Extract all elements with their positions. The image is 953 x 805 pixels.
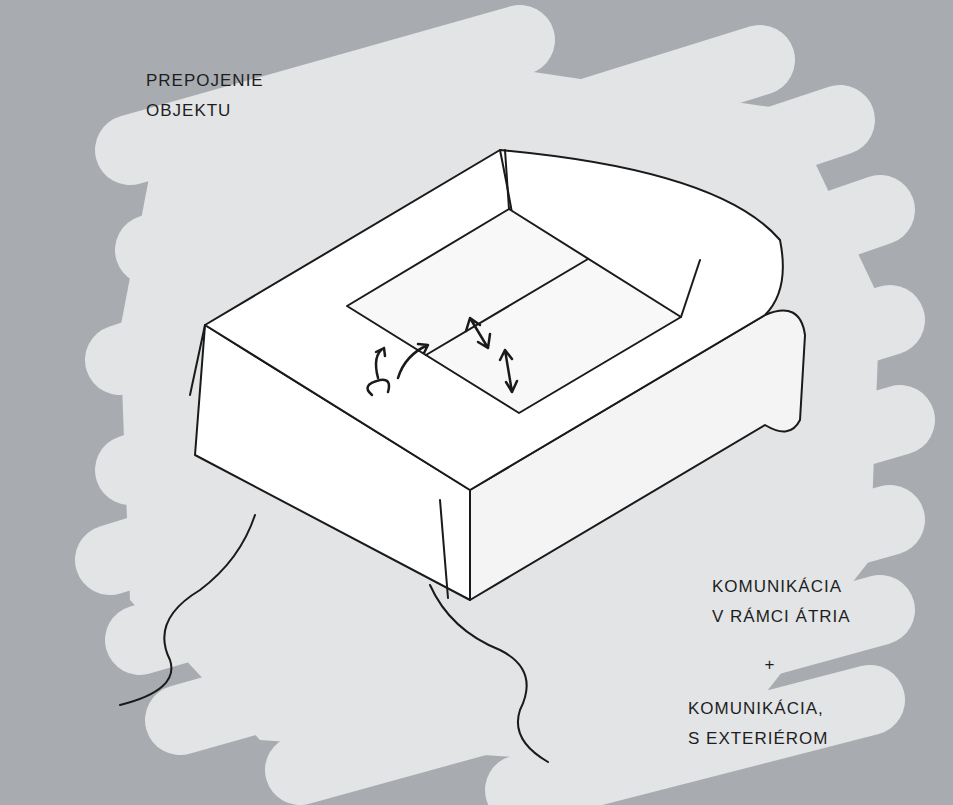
heading-note: PREPOJENIE OBJEKTU — [146, 66, 276, 126]
marker-fill — [120, 70, 880, 760]
annotation-note: KOMUNIKÁCIA V RÁMCI ÁTRIA — [712, 572, 857, 632]
plus-sign: + — [755, 650, 785, 680]
building-sketch — [120, 150, 805, 762]
annotation-note: KOMUNIKÁCIA, S EXTERIÉROM — [688, 694, 833, 754]
movement-arrows — [368, 318, 518, 395]
marker-background — [110, 40, 900, 790]
